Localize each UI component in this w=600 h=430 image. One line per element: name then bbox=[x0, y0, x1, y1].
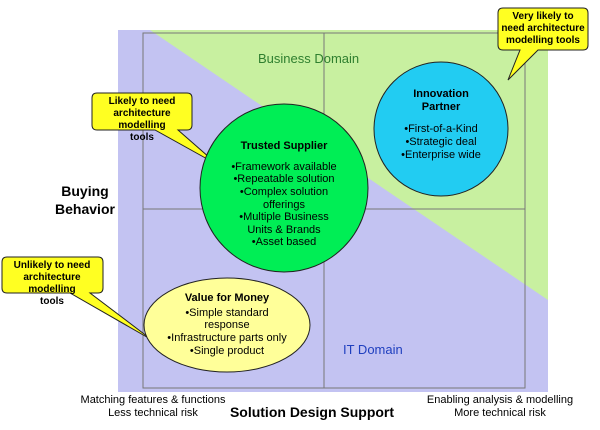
callout-likely-line: Likely to need bbox=[108, 96, 176, 107]
y-axis-label-line1: Buying bbox=[61, 183, 109, 199]
callout-unlikely-line: Unlikely to need bbox=[13, 260, 91, 271]
callout-very-likely-line: modelling tools bbox=[506, 35, 580, 46]
callout-very-likely bbox=[497, 7, 589, 81]
callout-unlikely-line: tools bbox=[40, 296, 64, 307]
x-axis-left-line1: Matching features & functions bbox=[80, 394, 226, 406]
value-for-money-bubble bbox=[143, 277, 311, 373]
innovation-partner-item: •First-of-a-Kind bbox=[404, 123, 478, 136]
trusted-supplier-item: •Framework available bbox=[231, 160, 337, 173]
grid-frame bbox=[142, 32, 526, 389]
trusted-supplier-item: •Repeatable solution bbox=[233, 173, 335, 186]
x-axis-right-line2: More technical risk bbox=[454, 407, 546, 420]
value-for-money-item: •Simple standard bbox=[185, 306, 269, 319]
value-for-money-item: •Infrastructure parts only bbox=[167, 331, 287, 344]
value-for-money-content: Value for Money •Simple standard respons… bbox=[155, 292, 299, 357]
trusted-supplier-item: •Complex solution bbox=[239, 185, 329, 198]
trusted-supplier-item: Units & Brands bbox=[247, 223, 321, 236]
callout-very-likely-line: need architecture bbox=[501, 23, 585, 34]
value-for-money-title: Value for Money bbox=[184, 292, 270, 304]
y-axis-label: Buying Behavior bbox=[40, 183, 130, 218]
callout-very-likely-text: Very likely to need architecture modelli… bbox=[500, 11, 586, 47]
callout-likely bbox=[91, 92, 219, 166]
callout-likely-line: architecture modelling bbox=[113, 108, 171, 131]
value-for-money-item: response bbox=[204, 319, 250, 332]
callout-unlikely-text: Unlikely to need architecture modelling … bbox=[3, 260, 101, 308]
y-axis-label-line2: Behavior bbox=[55, 200, 115, 217]
callout-unlikely bbox=[1, 256, 153, 341]
x-axis-right-line1: Enabling analysis & modelling bbox=[426, 394, 574, 406]
callout-unlikely-line: architecture modelling bbox=[23, 272, 81, 295]
callout-likely-text: Likely to need architecture modelling to… bbox=[94, 96, 190, 144]
trusted-supplier-item: •Asset based bbox=[251, 236, 317, 249]
innovation-partner-title: Innovation Partner bbox=[388, 88, 494, 113]
innovation-partner-bubble bbox=[373, 61, 509, 197]
x-axis-left-caption: Matching features & functions Less techn… bbox=[78, 394, 228, 420]
innovation-partner-title-line1: Innovation bbox=[413, 88, 469, 100]
trusted-supplier-content: Trusted Supplier •Framework available •R… bbox=[219, 140, 349, 249]
x-axis-right-caption: Enabling analysis & modelling More techn… bbox=[420, 394, 580, 420]
it-domain-label: IT Domain bbox=[343, 342, 403, 357]
callout-very-likely-line: Very likely to bbox=[512, 11, 574, 22]
x-axis-title: Solution Design Support bbox=[229, 404, 395, 420]
trusted-supplier-bubble bbox=[199, 103, 369, 273]
innovation-partner-content: Innovation Partner •First-of-a-Kind •Str… bbox=[388, 88, 494, 161]
trusted-supplier-title: Trusted Supplier bbox=[240, 140, 328, 152]
trusted-supplier-item: offerings bbox=[263, 198, 305, 211]
innovation-partner-title-line2: Partner bbox=[421, 100, 461, 113]
trusted-supplier-item: •Multiple Business bbox=[239, 211, 329, 224]
innovation-partner-item: •Enterprise wide bbox=[401, 148, 481, 161]
value-for-money-item: •Single product bbox=[189, 344, 265, 357]
x-axis-left-line2: Less technical risk bbox=[108, 407, 198, 420]
innovation-partner-item: •Strategic deal bbox=[405, 135, 477, 148]
business-domain-label: Business Domain bbox=[258, 51, 360, 66]
callout-likely-line: tools bbox=[130, 132, 154, 143]
